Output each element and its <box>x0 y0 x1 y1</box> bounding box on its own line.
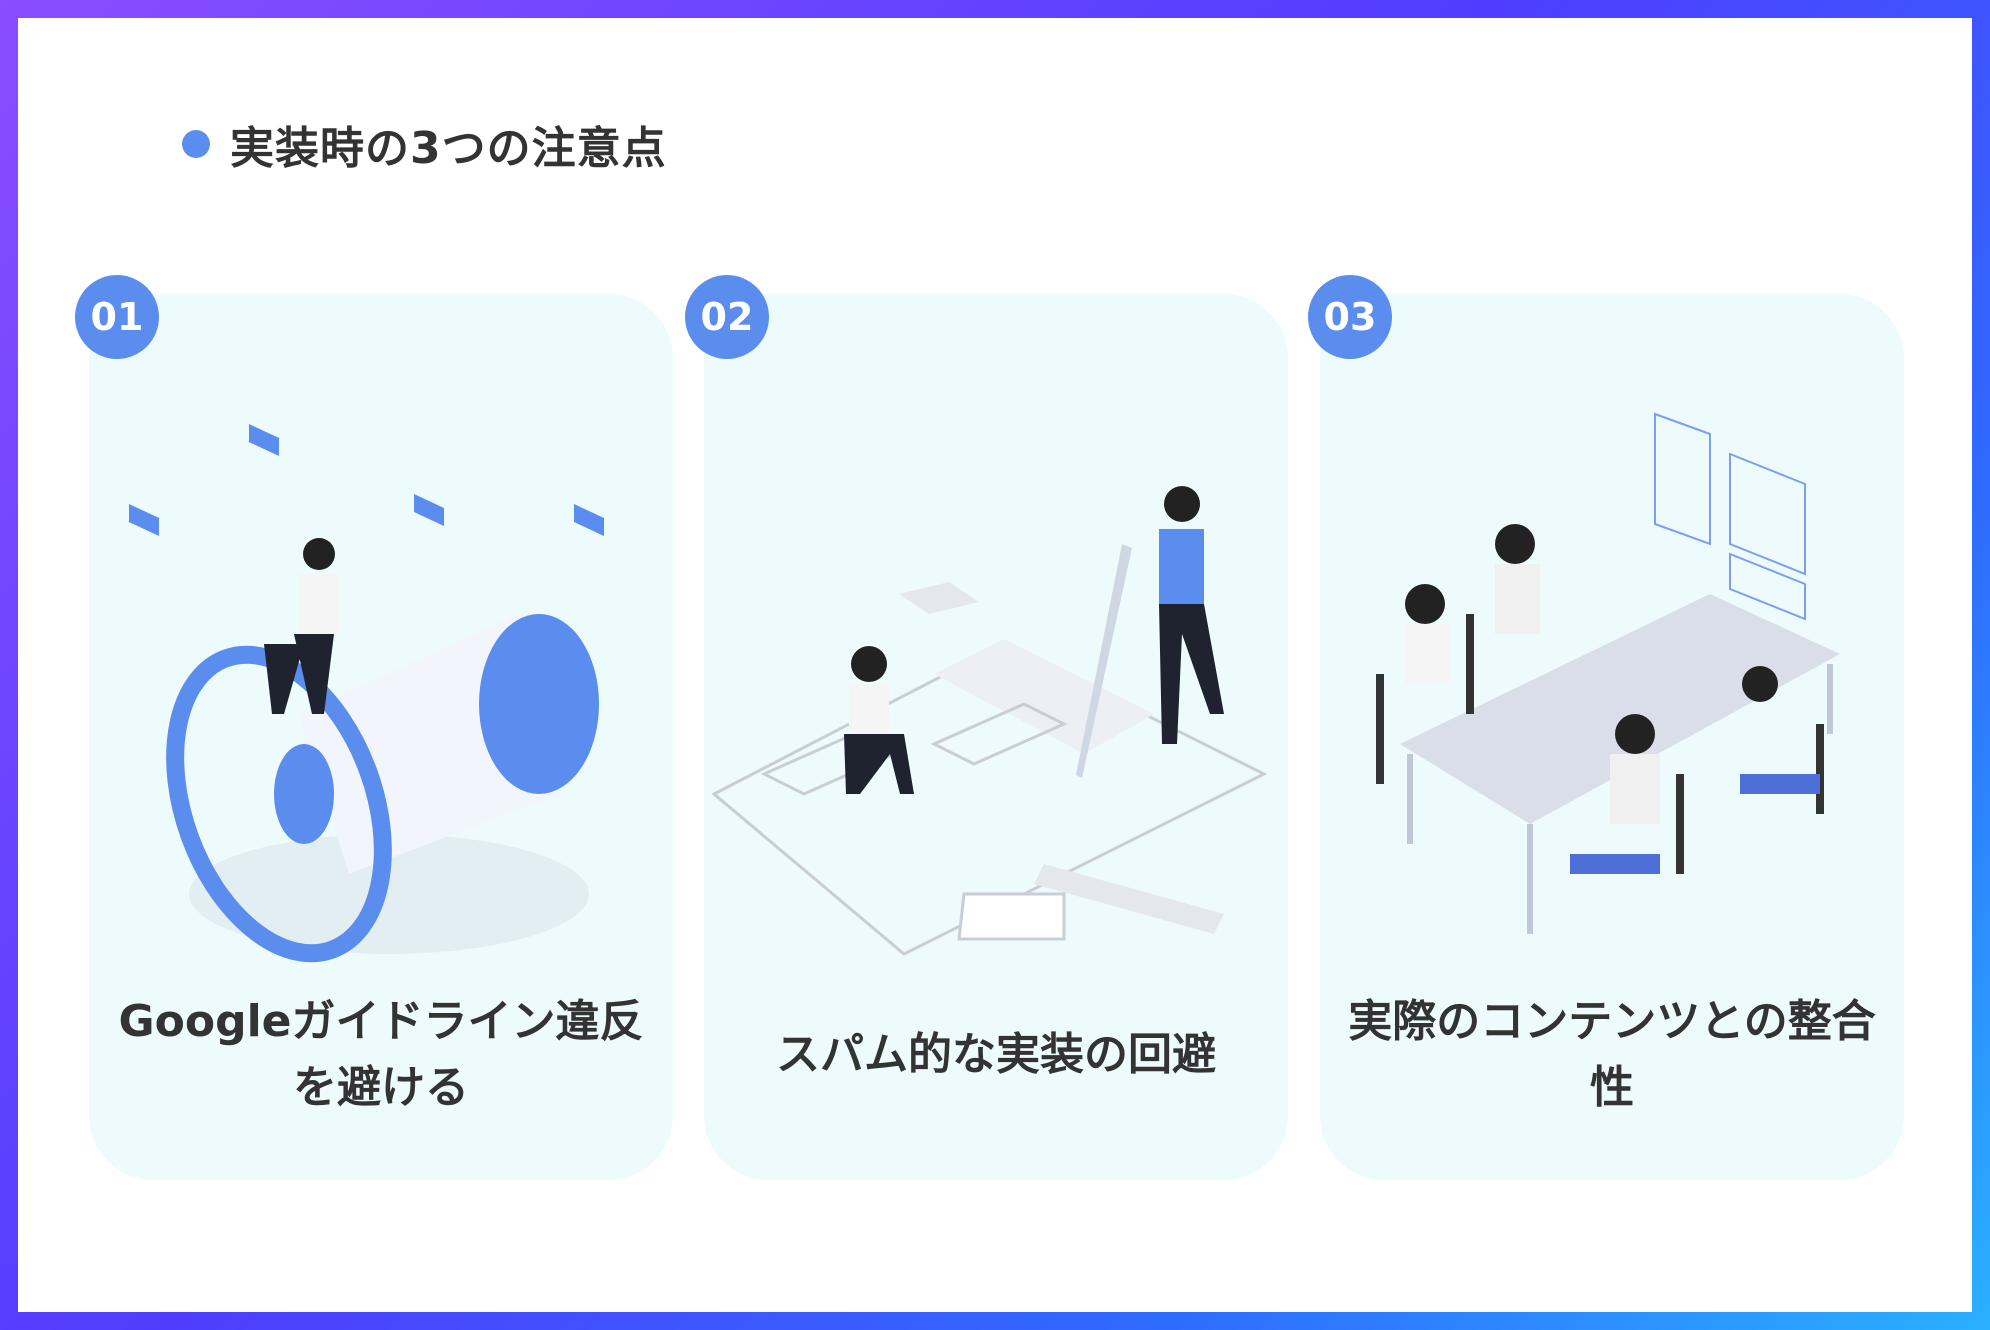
card-2: スパム的な実装の回避 <box>704 294 1288 1180</box>
card-3: 実際のコンテンツとの整合性 <box>1320 294 1904 1180</box>
card-number-badge: 01 <box>75 275 159 359</box>
card-label: 実際のコンテンツとの整合性 <box>1348 996 1876 1113</box>
card-label: Googleガイドライン違反を避ける <box>118 996 644 1113</box>
design-layout-illustration <box>711 486 1268 956</box>
page-title: 実装時の3つの注意点 <box>230 123 667 174</box>
megaphone-illustration <box>129 424 604 963</box>
card-label: スパム的な実装の回避 <box>776 1029 1216 1080</box>
card-number-badge: 03 <box>1308 275 1392 359</box>
bullet-icon <box>182 130 210 158</box>
card-number-badge: 02 <box>685 275 769 359</box>
section-heading: 実装時の3つの注意点 <box>182 112 667 176</box>
card-1: Googleガイドライン違反を避ける <box>89 294 673 1180</box>
team-meeting-illustration <box>1376 412 1840 934</box>
